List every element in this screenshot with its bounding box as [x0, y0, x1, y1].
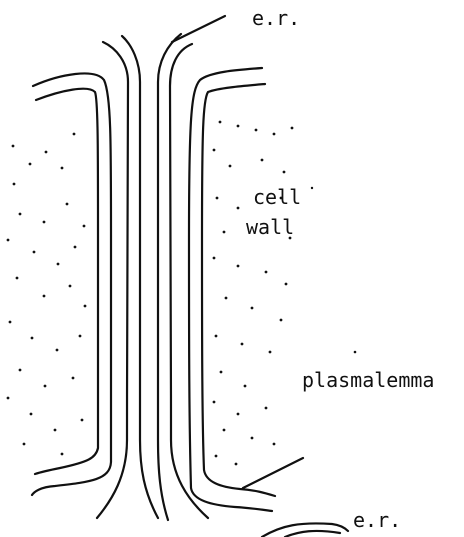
- stipple-dot: [7, 397, 10, 400]
- stipple-dot: [311, 187, 313, 189]
- stray-dots: [311, 187, 357, 354]
- stipple-dot: [45, 151, 48, 154]
- stipple-dot: [213, 149, 216, 152]
- stipple-dot: [54, 429, 57, 432]
- stipple-dot: [19, 213, 22, 216]
- stipple-dot: [237, 125, 240, 128]
- stipple-dot: [216, 197, 219, 200]
- stipple-dot: [74, 246, 77, 249]
- plasmalemma-leader-line: [243, 458, 303, 488]
- stipple-dot: [280, 319, 283, 322]
- stipple-dot: [261, 159, 264, 162]
- stipple-dot: [19, 369, 22, 372]
- stipple-dot: [291, 127, 294, 130]
- stipple-dot: [265, 407, 268, 410]
- stipple-dot: [69, 285, 72, 288]
- cell-label: cell: [253, 185, 301, 209]
- right-cell-wall-stipple: [213, 121, 294, 466]
- left-cell-wall-stipple: [7, 133, 87, 456]
- stipple-dot: [33, 251, 36, 254]
- stipple-dot: [31, 337, 34, 340]
- er-bottom-lower: [285, 531, 340, 537]
- stipple-dot: [56, 349, 59, 352]
- stipple-dot: [83, 225, 86, 228]
- stipple-dot: [213, 401, 216, 404]
- right-plasmalemma: [189, 68, 275, 511]
- stipple-dot: [7, 239, 10, 242]
- stipple-dot: [273, 133, 276, 136]
- er-strand-1: [97, 42, 128, 518]
- stipple-dot: [251, 307, 254, 310]
- stipple-dot: [265, 271, 268, 274]
- stipple-dot: [43, 295, 46, 298]
- stipple-dot: [237, 413, 240, 416]
- stipple-dot: [57, 263, 60, 266]
- er-top-leader-line: [172, 16, 225, 42]
- stipple-dot: [29, 163, 32, 166]
- stipple-dot: [215, 335, 218, 338]
- left-plasmalemma-outer: [32, 73, 111, 495]
- stipple-dot: [229, 165, 232, 168]
- stipple-dot: [213, 257, 216, 260]
- stipple-dot: [285, 283, 288, 286]
- stipple-dot: [269, 351, 272, 354]
- stipple-dot: [283, 171, 286, 174]
- stipple-dot: [220, 371, 223, 374]
- er-bottom-fragment: [262, 523, 348, 537]
- stipple-dot: [255, 129, 258, 132]
- right-plasmalemma-inner: [202, 84, 275, 496]
- stipple-dot: [215, 455, 218, 458]
- stipple-dot: [244, 385, 247, 388]
- stipple-dot: [241, 343, 244, 346]
- stipple-dot: [81, 419, 84, 422]
- wall-label: wall: [246, 215, 294, 239]
- stipple-dot: [225, 297, 228, 300]
- stipple-dot: [251, 437, 254, 440]
- er-label-bottom: e.r.: [353, 508, 401, 532]
- stipple-dot: [72, 377, 75, 380]
- stipple-dot: [73, 133, 76, 136]
- left-plasmalemma: [32, 73, 111, 495]
- er-label-top: e.r.: [252, 6, 300, 30]
- stipple-dot: [223, 231, 226, 234]
- stipple-dot: [61, 453, 64, 456]
- stipple-dot: [44, 385, 47, 388]
- stipple-dot: [66, 203, 69, 206]
- stipple-dot: [219, 121, 222, 124]
- er-bottom-upper: [262, 523, 348, 537]
- stipple-dot: [84, 305, 87, 308]
- stipple-dot: [9, 321, 12, 324]
- left-plasmalemma-inner: [35, 89, 98, 474]
- plasmalemma-label: plasmalemma: [302, 368, 434, 392]
- stipple-dot: [12, 145, 15, 148]
- stipple-dot: [43, 221, 46, 224]
- stipple-dot: [23, 443, 26, 446]
- stipple-dot: [30, 413, 33, 416]
- stipple-dot: [237, 207, 240, 210]
- stipple-dot: [79, 335, 82, 338]
- stipple-dot: [223, 429, 226, 432]
- stipple-dot: [354, 351, 357, 354]
- stipple-dot: [235, 463, 238, 466]
- stipple-dot: [16, 277, 19, 280]
- stipple-dot: [237, 265, 240, 268]
- stipple-dot: [61, 167, 64, 170]
- stipple-dot: [273, 443, 276, 446]
- stipple-dot: [13, 183, 16, 186]
